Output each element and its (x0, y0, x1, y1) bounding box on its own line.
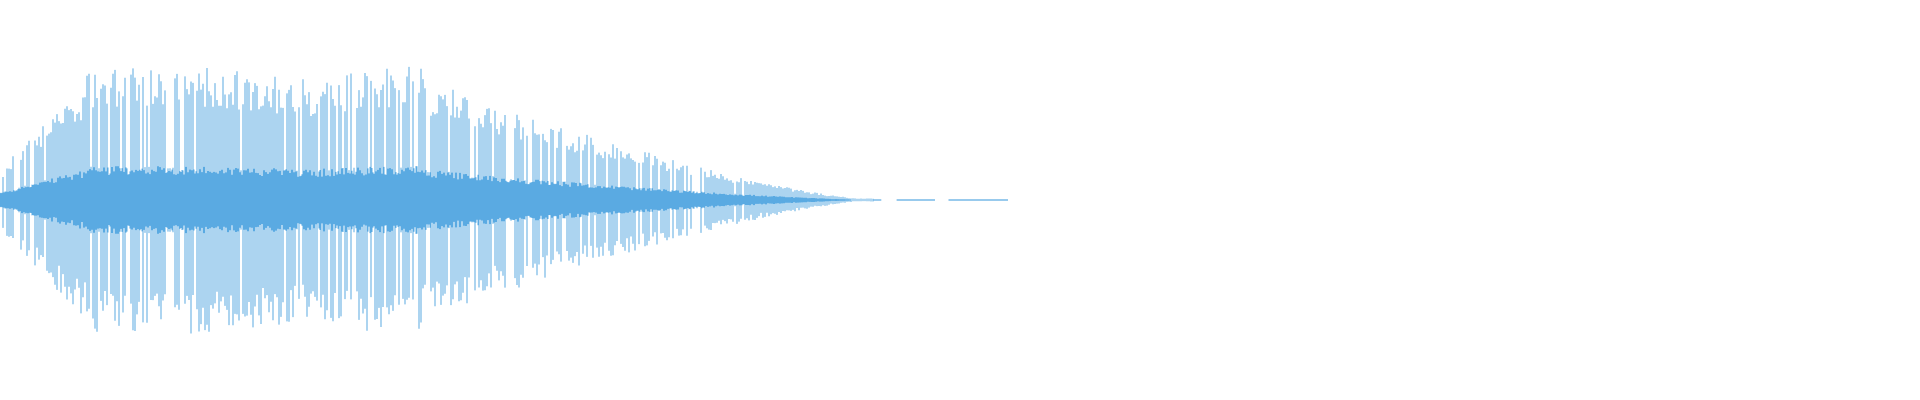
waveform-amplitude-bars (0, 66, 874, 334)
